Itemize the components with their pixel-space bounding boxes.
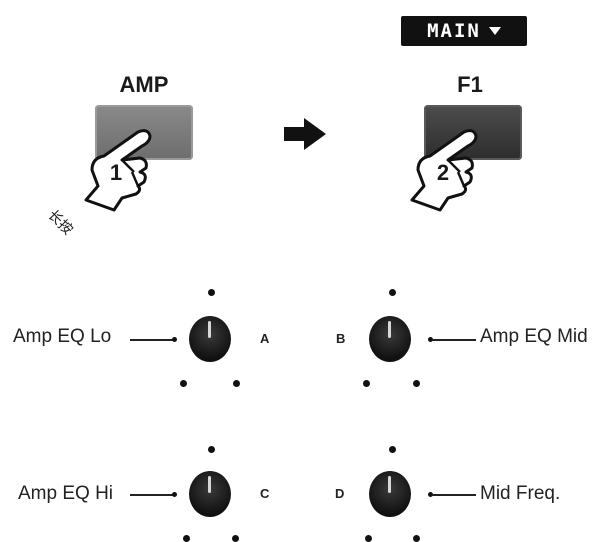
amp-button-label: AMP xyxy=(119,72,169,97)
knob-marker-left xyxy=(365,535,372,542)
knob-indicator xyxy=(388,321,391,338)
knob-label-amp-eq-mid: Amp EQ Mid xyxy=(480,326,588,347)
knob-letter-c: C xyxy=(260,486,270,501)
leader-end xyxy=(172,492,177,497)
triangle-down-icon xyxy=(488,27,501,35)
leader-line xyxy=(432,339,476,341)
long-press-note: 长按 xyxy=(45,206,77,238)
leader-end xyxy=(428,337,433,342)
knob-marker-right xyxy=(413,535,420,542)
knob-label-amp-eq-lo: Amp EQ Lo xyxy=(13,326,112,347)
knob-group-top: Amp EQ Lo A B Amp EQ Mid xyxy=(0,276,595,396)
leader-line xyxy=(130,494,173,496)
knob-c[interactable] xyxy=(189,471,231,517)
knob-indicator xyxy=(208,321,211,338)
knob-letter-d: D xyxy=(335,486,345,501)
knob-label-mid-freq: Mid Freq. xyxy=(480,483,561,504)
knob-d[interactable] xyxy=(369,471,411,517)
knob-b[interactable] xyxy=(369,316,411,362)
knob-marker-left xyxy=(180,380,187,387)
knob-a[interactable] xyxy=(189,316,231,362)
knob-letter-a: A xyxy=(260,331,270,346)
leader-line xyxy=(432,494,476,496)
knob-marker-top xyxy=(389,289,396,296)
screen-tag-main: MAIN xyxy=(401,16,527,46)
knob-group-bottom: Amp EQ Hi C D Mid Freq. xyxy=(0,425,595,542)
f1-button-label: F1 xyxy=(457,72,483,97)
knob-label-amp-eq-hi: Amp EQ Hi xyxy=(18,483,114,504)
step-number-1: 1 xyxy=(109,160,123,185)
knob-indicator xyxy=(208,476,211,493)
knob-indicator xyxy=(388,476,391,493)
knob-marker-right xyxy=(232,535,239,542)
knob-marker-right xyxy=(413,380,420,387)
knob-marker-top xyxy=(389,446,396,453)
knob-marker-left xyxy=(363,380,370,387)
screen-tag-text: MAIN xyxy=(427,20,481,42)
knob-marker-top xyxy=(208,289,215,296)
knob-letter-b: B xyxy=(336,331,346,346)
knob-marker-top xyxy=(208,446,215,453)
leader-end xyxy=(428,492,433,497)
knob-marker-left xyxy=(183,535,190,542)
leader-line xyxy=(130,339,173,341)
arrow-right-icon xyxy=(284,118,326,150)
knob-marker-right xyxy=(233,380,240,387)
pressing-hand-icon xyxy=(84,129,152,212)
pressing-hand-icon xyxy=(410,129,478,212)
leader-end xyxy=(172,337,177,342)
step-number-2: 2 xyxy=(436,160,450,185)
